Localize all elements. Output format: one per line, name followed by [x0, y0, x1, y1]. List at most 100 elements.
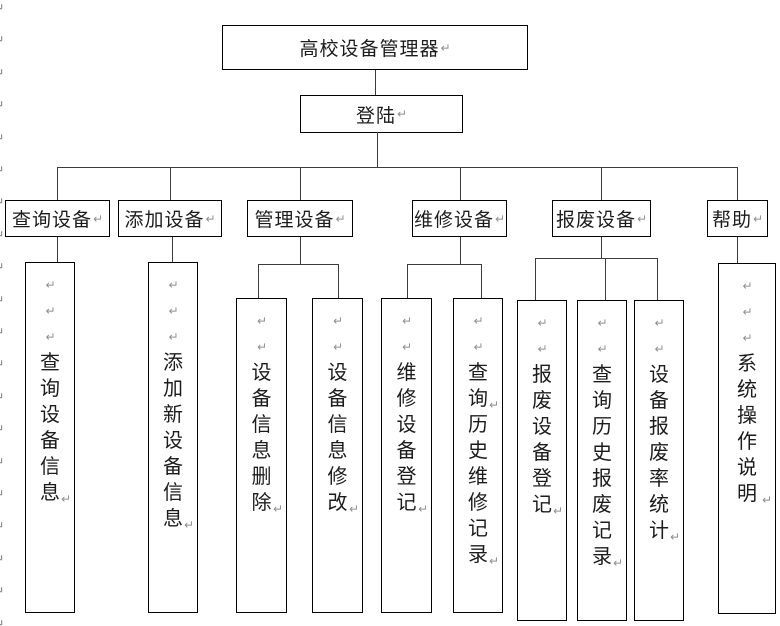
leaf-node-system-instructions: ↵↵↵系统操作说明↵ — [718, 263, 776, 614]
vertical-text-line: 除↵ — [237, 490, 286, 516]
paragraph-mark: ↵ — [0, 391, 5, 405]
paragraph-mark: ↵ — [597, 316, 608, 330]
vertical-char: 信 — [327, 414, 348, 436]
leaf-node-scrap-rate-statistics: ↵↵设备报废率统计↵ — [634, 300, 684, 621]
paragraph-mark: ↵ — [552, 504, 563, 518]
connector-line — [258, 264, 259, 298]
paragraph-mark: ↵ — [488, 554, 499, 568]
node-branch-add: 添加设备↵ — [118, 200, 222, 237]
vertical-text-line: 计↵ — [635, 518, 683, 544]
vertical-char: 备 — [532, 442, 552, 464]
vertical-char: 记 — [396, 492, 417, 514]
vertical-text-line: 历 — [578, 414, 626, 440]
vertical-char: 修 — [468, 492, 488, 514]
connector-line — [657, 258, 658, 300]
paragraph-mark: ↵ — [60, 492, 71, 506]
vertical-text-line: ↵ — [518, 310, 566, 336]
vertical-text-line: 备 — [635, 388, 683, 414]
vertical-text-line: ↵ — [719, 299, 775, 325]
paragraph-mark: ↵ — [332, 340, 344, 354]
vertical-char: 登 — [396, 466, 417, 488]
vertical-char: 加 — [163, 378, 183, 400]
connector-line — [737, 237, 738, 263]
connector-line — [535, 258, 536, 300]
vertical-char: 明 — [737, 483, 757, 505]
paragraph-mark: ↵ — [335, 211, 346, 226]
connector-line — [481, 264, 482, 298]
vertical-text-line: 询 — [578, 388, 626, 414]
vertical-text-line: 备 — [149, 454, 197, 480]
vertical-char: 废 — [649, 442, 669, 464]
vertical-text-line: ↵ — [26, 324, 74, 350]
paragraph-mark: ↵ — [168, 304, 179, 318]
paragraph-mark: ↵ — [0, 423, 5, 437]
paragraph-mark: ↵ — [473, 340, 484, 354]
vertical-text-line: 信 — [149, 480, 197, 506]
vertical-text-line: ↵ — [635, 310, 683, 336]
vertical-char: 设 — [396, 414, 417, 436]
vertical-text-line: 新 — [149, 402, 197, 428]
vertical-text-line: 记 — [578, 518, 626, 544]
paragraph-mark: ↵ — [473, 314, 484, 328]
vertical-char: 报 — [649, 416, 669, 438]
vertical-char: 设 — [40, 404, 60, 426]
branch-label: 帮助 — [711, 210, 752, 231]
vertical-text-line: ↵ — [578, 336, 626, 362]
vertical-char: 息 — [251, 440, 272, 462]
node-branch-manage: 管理设备↵ — [247, 200, 353, 237]
vertical-text-line: 报 — [578, 466, 626, 492]
node-login-label: 登陆 — [355, 105, 396, 127]
vertical-text-line: ↵ — [149, 324, 197, 350]
node-root-label: 高校设备管理器 — [299, 39, 440, 60]
connector-line — [172, 237, 173, 262]
connector-line — [300, 237, 301, 264]
vertical-char: 维 — [396, 362, 417, 384]
vertical-text-line: ↵ — [313, 334, 362, 360]
vertical-char: 计 — [649, 520, 669, 542]
vertical-text-line: 息↵ — [26, 480, 74, 506]
vertical-text-line: 设 — [382, 412, 431, 438]
vertical-text-line: 信 — [313, 412, 362, 438]
vertical-text-line: ↵ — [26, 272, 74, 298]
connector-line — [601, 237, 602, 258]
paragraph-mark: ↵ — [0, 229, 5, 243]
paragraph-mark: ↵ — [0, 488, 5, 502]
connector-line — [170, 167, 171, 200]
leaf-node-modify-equipment-info: ↵↵设备信息修改↵ — [312, 298, 363, 613]
vertical-char: 备 — [251, 388, 272, 410]
node-root: 高校设备管理器↵ — [222, 25, 528, 70]
vertical-text-line: 设 — [149, 428, 197, 454]
connector-line — [535, 258, 657, 259]
paragraph-mark: ↵ — [0, 34, 5, 48]
vertical-text-line: 历 — [454, 412, 502, 438]
vertical-text-line: ↵ — [149, 298, 197, 324]
vertical-text-line: 登 — [518, 466, 566, 492]
paragraph-mark: ↵ — [45, 278, 56, 292]
vertical-text-line: 录↵ — [454, 542, 502, 568]
vertical-text-line: 史 — [578, 440, 626, 466]
branch-label: 查询设备 — [11, 210, 92, 231]
vertical-text-line: 备 — [518, 440, 566, 466]
vertical-text-line: 维 — [454, 464, 502, 490]
vertical-text-line: ↵ — [578, 310, 626, 336]
leaf-node-delete-equipment-info: ↵↵设备信息删除↵ — [236, 298, 287, 613]
connector-line — [460, 167, 461, 200]
paragraph-mark: ↵ — [761, 493, 772, 507]
vertical-char: 史 — [468, 440, 488, 462]
paragraph-mark: ↵ — [205, 211, 216, 226]
connector-line — [57, 167, 58, 200]
paragraph-mark: ↵ — [654, 342, 665, 356]
vertical-text-line: 删 — [237, 464, 286, 490]
vertical-char: 记 — [532, 494, 552, 516]
vertical-text-line: 设 — [237, 360, 286, 386]
paragraph-mark: ↵ — [0, 294, 5, 308]
paragraph-mark: ↵ — [752, 211, 764, 226]
vertical-text-line: ↵ — [382, 308, 431, 334]
vertical-text-line: 信 — [237, 412, 286, 438]
vertical-text-line: ↵ — [237, 308, 286, 334]
vertical-text-line: 修 — [454, 490, 502, 516]
connector-line — [375, 70, 376, 95]
paragraph-mark: ↵ — [612, 556, 623, 570]
vertical-text-line: 记 — [454, 516, 502, 542]
connector-line — [258, 264, 338, 265]
